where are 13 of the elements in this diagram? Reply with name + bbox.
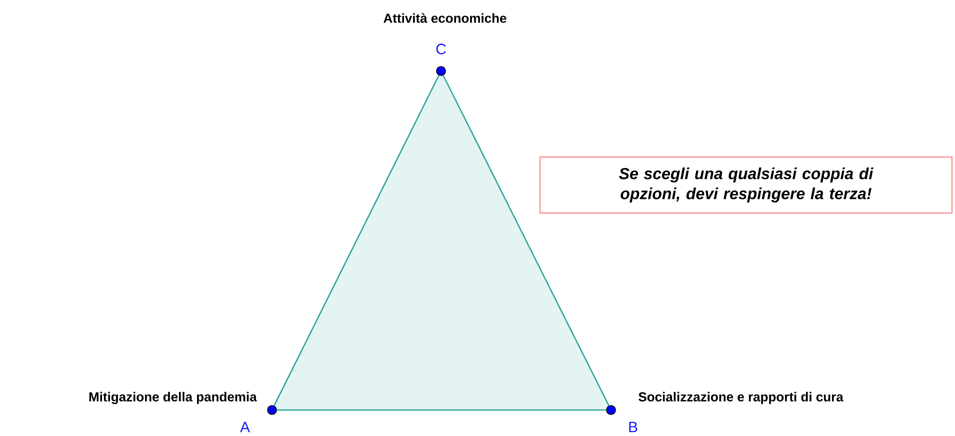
note-box: Se scegli una qualsiasi coppia di opzioni, devi respingere la terza! bbox=[540, 156, 952, 214]
triangle-side bbox=[276, 409, 606, 411]
vertex-point bbox=[436, 66, 446, 76]
vertex-label: A bbox=[240, 422, 250, 432]
vertex-label: C bbox=[436, 44, 446, 54]
triangle-side bbox=[274, 75, 440, 406]
vertex-caption: Socializzazione e rapporti di cura bbox=[638, 392, 844, 404]
vertex-point bbox=[267, 405, 277, 415]
vertex-label: B bbox=[629, 422, 638, 432]
triangle-side bbox=[442, 75, 610, 406]
vertex-caption: Attività economiche bbox=[384, 13, 506, 23]
vertex-point bbox=[606, 405, 616, 415]
vertex-caption: Mitigazione della pandemia bbox=[89, 392, 257, 404]
